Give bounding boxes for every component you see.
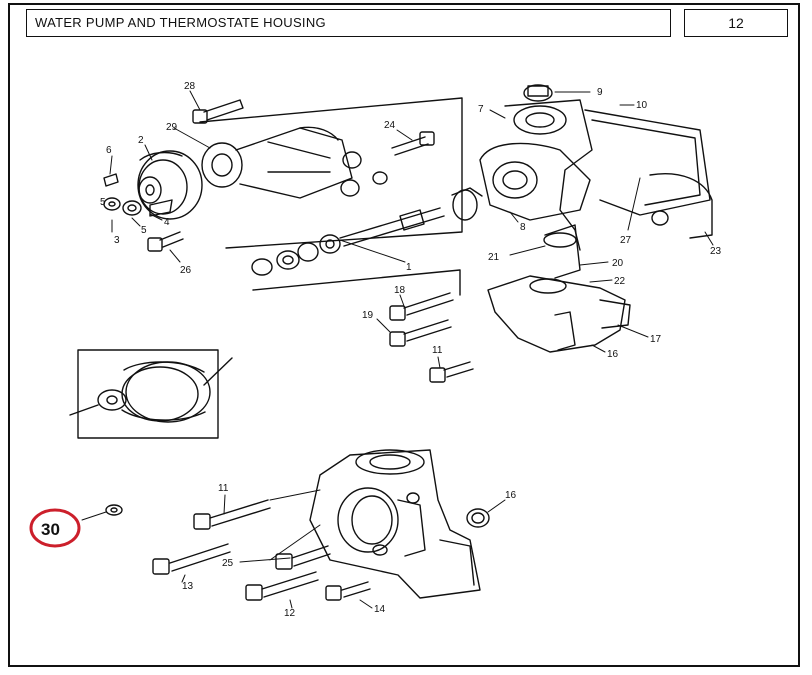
- diagram-title: WATER PUMP AND THERMOSTATE HOUSING: [35, 15, 326, 30]
- label-29: 29: [166, 122, 178, 133]
- label-18: 18: [394, 285, 406, 296]
- detail-housing: [309, 449, 481, 599]
- label-8: 8: [520, 222, 526, 233]
- bolt-12: [245, 571, 319, 601]
- lower-housing: [487, 275, 631, 353]
- label-12: 12: [284, 608, 296, 619]
- exploded-view-bracket: [199, 97, 463, 249]
- drawing-frame: [8, 3, 800, 667]
- part-labels: 28 29 2 6 5 3 5 4 26 24 1 7 9 10 8 21 27…: [100, 81, 722, 619]
- bolt-14: [325, 581, 371, 601]
- label-1: 1: [406, 262, 412, 273]
- plug-16: [466, 508, 490, 528]
- label-5-upper: 5: [100, 197, 106, 208]
- label-27: 27: [620, 235, 632, 246]
- key-and-washers: [103, 173, 173, 217]
- label-16-lower: 16: [505, 490, 517, 501]
- label-25: 25: [222, 558, 234, 569]
- label-28: 28: [184, 81, 196, 92]
- label-21: 21: [488, 252, 500, 263]
- bolt-28: [192, 99, 244, 124]
- exploded-view-bracket-lower: [252, 269, 461, 296]
- page-number: 12: [728, 15, 744, 31]
- label-5-lower: 5: [141, 225, 147, 236]
- label-14: 14: [374, 604, 386, 615]
- label-19: 19: [362, 310, 374, 321]
- thermostat-housing-assembly: [479, 84, 713, 279]
- page-number-box: 12: [684, 9, 788, 37]
- label-7: 7: [478, 104, 484, 115]
- label-13: 13: [182, 581, 194, 592]
- bolt-25: [275, 545, 331, 570]
- label-26: 26: [180, 265, 192, 276]
- bolt-18: [389, 292, 454, 321]
- highlight-circle: [29, 508, 81, 548]
- bolt-11-lower: [193, 499, 271, 530]
- inset-pulley-view: [69, 349, 233, 439]
- label-20: 20: [612, 258, 624, 269]
- seal-rings: [251, 234, 341, 276]
- water-pump-body: [201, 126, 388, 199]
- pump-shaft: [339, 187, 483, 247]
- highlight-callout: 30: [29, 508, 81, 548]
- label-17: 17: [650, 334, 662, 345]
- highlight-label: 30: [41, 520, 60, 539]
- label-23: 23: [710, 246, 722, 257]
- bolt-19: [389, 319, 452, 347]
- title-box: WATER PUMP AND THERMOSTATE HOUSING: [26, 9, 671, 37]
- washer-30: [105, 504, 123, 516]
- label-10: 10: [636, 100, 648, 111]
- label-6: 6: [106, 145, 112, 156]
- label-2: 2: [138, 135, 144, 146]
- label-22: 22: [614, 276, 626, 287]
- label-16-upper: 16: [607, 349, 619, 360]
- label-24: 24: [384, 120, 396, 131]
- label-3: 3: [114, 235, 120, 246]
- bolt-11-upper: [429, 361, 474, 383]
- label-11-upper: 11: [432, 345, 443, 356]
- label-11-lower: 11: [218, 483, 229, 494]
- bolt-26: [147, 231, 184, 252]
- bolt-13: [152, 543, 231, 575]
- label-4: 4: [164, 217, 170, 228]
- bolt-24: [391, 131, 435, 156]
- label-9: 9: [597, 87, 603, 98]
- leader-lines: [81, 90, 714, 609]
